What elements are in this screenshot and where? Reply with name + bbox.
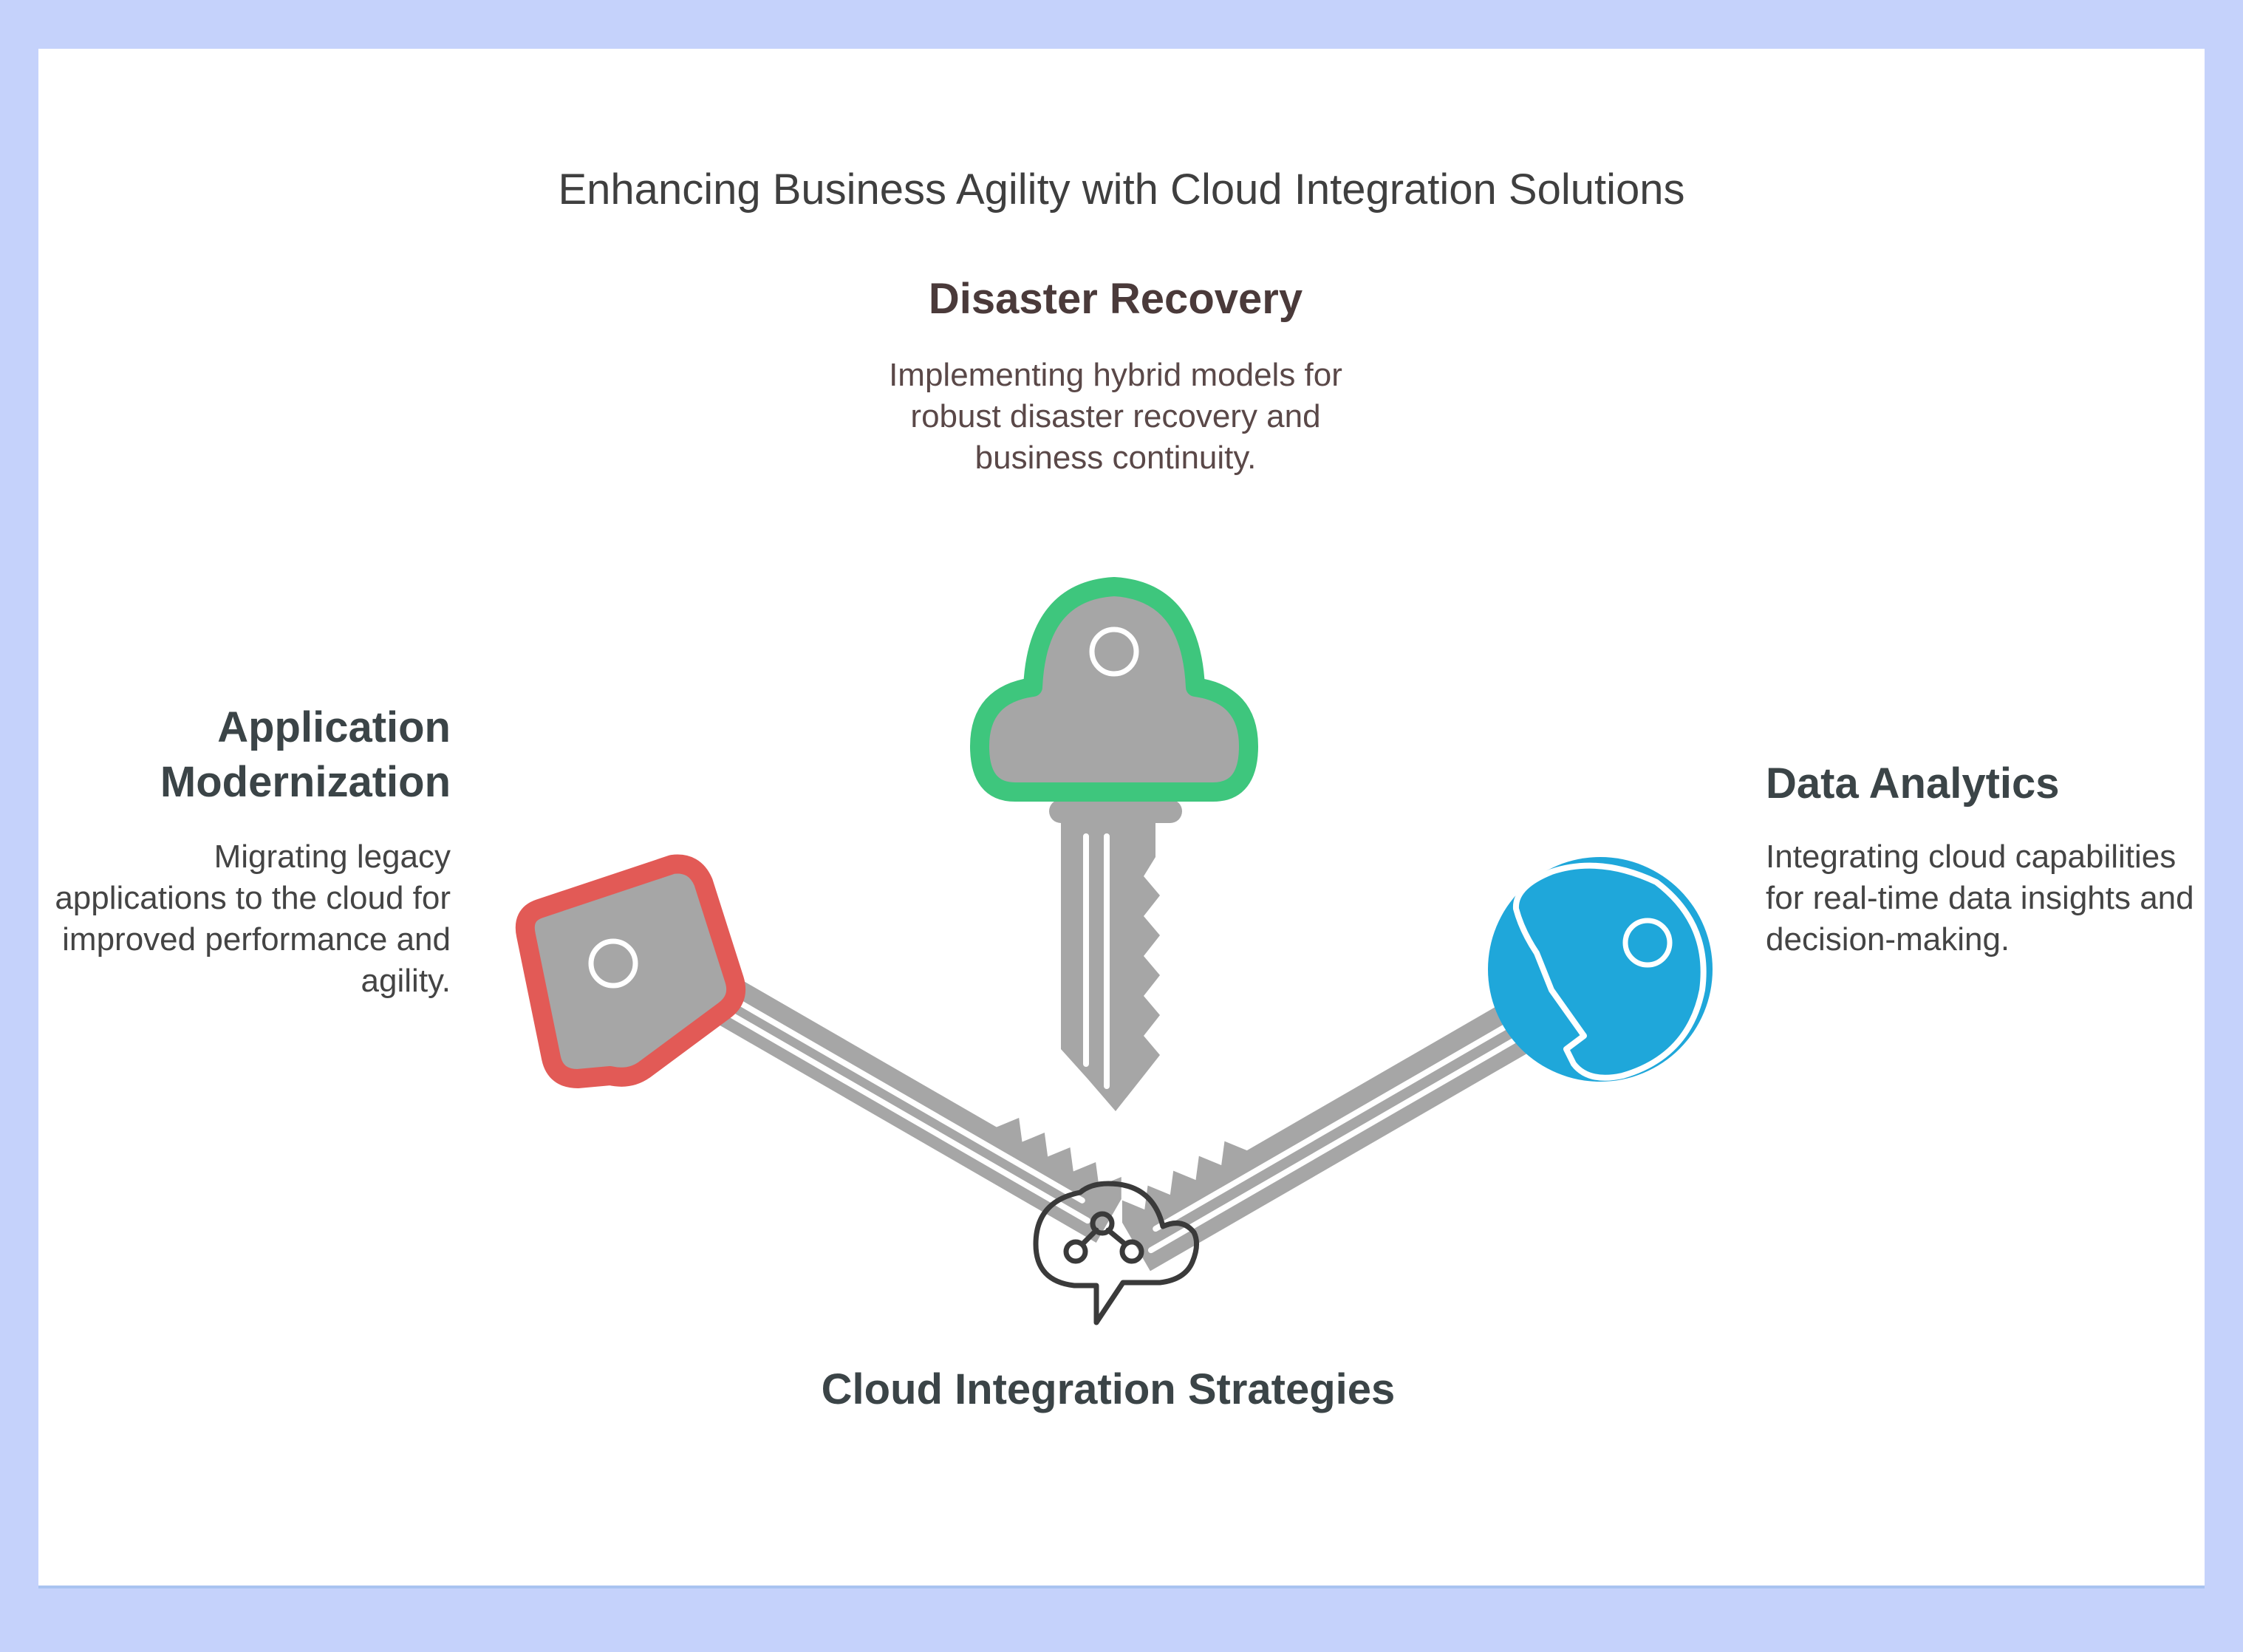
application-modernization-key-icon: [515, 854, 1122, 1243]
diagram-title: Enhancing Business Agility with Cloud In…: [558, 165, 1685, 214]
data-analytics-key-icon: [1122, 857, 1713, 1272]
data-analytics-heading: Data Analytics: [1766, 760, 2060, 808]
application-modernization-heading: Application Modernization: [160, 703, 451, 806]
disaster-recovery-heading: Disaster Recovery: [928, 275, 1303, 323]
disaster-recovery-key-icon: [970, 577, 1258, 1111]
cloud-integration-strategies-label: Cloud Integration Strategies: [821, 1365, 1396, 1413]
data-analytics-description: Integrating cloud capabilities for real-…: [1766, 839, 2194, 958]
cloud-network-chat-icon: [1033, 1181, 1199, 1325]
application-modernization-description: Migrating legacy applications to the clo…: [55, 839, 451, 999]
disaster-recovery-description: Implementing hybrid models for robust di…: [889, 357, 1342, 476]
